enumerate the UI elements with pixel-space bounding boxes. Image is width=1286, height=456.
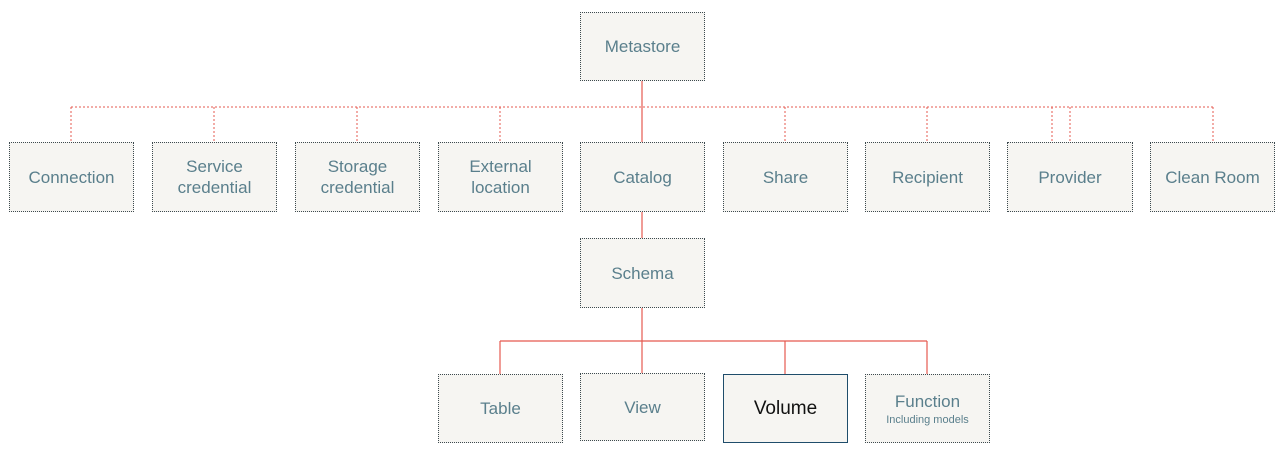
node-label-line1: Storage (327, 157, 388, 176)
node-label: Recipient (892, 167, 963, 187)
node-service-credential[interactable]: Service credential (152, 142, 277, 212)
node-label: Function (894, 391, 961, 411)
node-provider[interactable]: Provider (1007, 142, 1133, 212)
node-label: Schema (611, 263, 674, 283)
node-volume[interactable]: Volume (723, 374, 848, 443)
node-label-line1: Service (186, 157, 243, 176)
node-metastore[interactable]: Metastore (580, 12, 705, 81)
node-connection[interactable]: Connection (9, 142, 134, 212)
node-schema[interactable]: Schema (580, 238, 705, 308)
node-label: Share (762, 167, 809, 187)
node-label: Volume (753, 398, 818, 419)
node-recipient[interactable]: Recipient (865, 142, 990, 212)
node-label: Catalog (613, 167, 672, 187)
node-label-line2: credential (177, 178, 252, 197)
node-function[interactable]: Function Including models (865, 374, 990, 443)
node-label: View (624, 397, 661, 417)
node-label-line2: credential (320, 178, 395, 197)
node-label-line2: location (471, 178, 530, 197)
node-sublabel: Including models (886, 413, 969, 426)
node-label: Table (480, 399, 521, 418)
node-label: Clean Room (1165, 167, 1260, 187)
node-label-line1: External (469, 157, 532, 176)
node-share[interactable]: Share (723, 142, 848, 212)
dotted-connectors (70, 106, 1214, 142)
node-storage-credential[interactable]: Storage credential (295, 142, 420, 212)
node-clean-room[interactable]: Clean Room (1150, 142, 1275, 212)
node-label: Metastore (604, 37, 681, 56)
node-catalog[interactable]: Catalog (580, 142, 705, 212)
node-table[interactable]: Table (438, 374, 563, 443)
node-view[interactable]: View (580, 373, 705, 441)
solid-connectors (499, 81, 928, 374)
node-label: Connection (28, 167, 115, 187)
node-label: Provider (1038, 167, 1102, 187)
node-external-location[interactable]: External location (438, 142, 563, 212)
